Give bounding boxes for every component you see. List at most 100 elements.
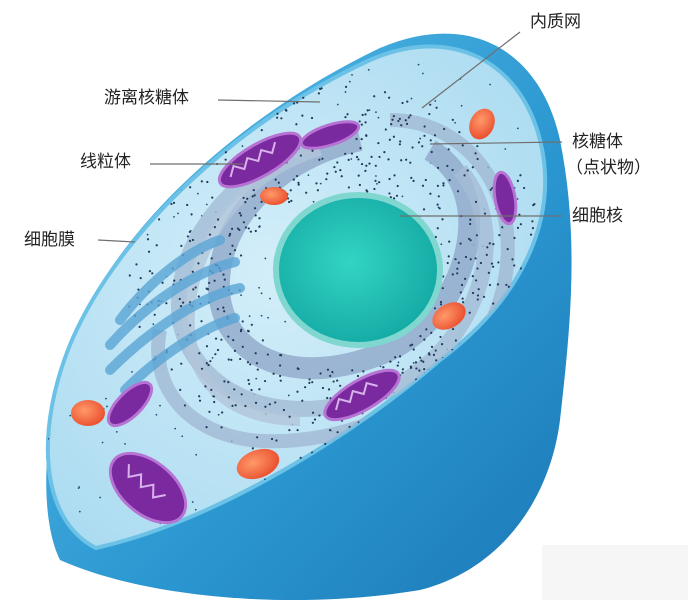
er-ribosome-dot [178, 297, 181, 301]
er-ribosome-dot [370, 155, 373, 158]
er-ribosome-dot [204, 385, 207, 388]
free-ribosome-dot [196, 192, 199, 195]
er-ribosome-dot [364, 121, 367, 124]
er-ribosome-dot [270, 437, 274, 441]
er-ribosome-dot [361, 113, 364, 117]
er-ribosome-dot [461, 297, 464, 300]
free-ribosome-dot [43, 216, 45, 218]
mitochondria [106, 120, 518, 525]
er-ribosome-dot [191, 270, 194, 273]
er-ribosome-dot [308, 378, 311, 381]
er-ribosome-dot [424, 178, 427, 182]
er-ribosome-dot [279, 374, 282, 378]
er-ribosome-dot [278, 364, 282, 367]
er-ribosome-dot [205, 345, 209, 348]
free-ribosome-dot [440, 243, 443, 246]
er-ribosome-dot [377, 141, 380, 145]
er-ribosome-dot [240, 393, 243, 396]
er-ribosome-dot [388, 138, 391, 141]
free-ribosome-dot [90, 264, 93, 267]
er-ribosome-dot [208, 281, 211, 285]
er-ribosome-dot [513, 264, 516, 267]
er-ribosome-dot [289, 189, 292, 192]
er-ribosome-dot [459, 242, 462, 245]
er-ribosome-dot [297, 181, 300, 184]
free-ribosome-dot [259, 68, 262, 71]
er-ribosome-dot [487, 271, 490, 274]
er-ribosome-dot [239, 357, 242, 361]
free-ribosome-dot [422, 72, 424, 75]
er-ribosome-dot [227, 380, 230, 384]
er-ribosome-dot [496, 283, 500, 286]
er-ribosome-dot [229, 252, 232, 256]
er-ribosome-dot [246, 361, 250, 364]
golgi-apparatus [105, 235, 245, 395]
er-ribosome-dot [275, 439, 278, 442]
er-ribosome-dot [397, 119, 400, 123]
er-ribosome-dot [423, 338, 426, 341]
er-ribosome-dot [423, 368, 426, 371]
free-ribosome-dot [83, 212, 86, 215]
er-ribosome-dot [355, 137, 358, 141]
er-ribosome-dot [276, 116, 279, 119]
er-ribosome-dot [360, 162, 364, 166]
er-ribosome-dot [373, 187, 376, 191]
er-ribosome-dot [266, 353, 269, 356]
er-ribosome-dot [249, 230, 252, 233]
er-ribosome-dot [474, 200, 478, 203]
er-ribosome-dot [364, 169, 367, 172]
free-ribosome-dot [78, 510, 81, 513]
er-ribosome-dot [436, 166, 440, 169]
free-ribosome-dot [99, 260, 102, 262]
er-ribosome-dot [374, 164, 377, 167]
er-ribosome-dot [392, 135, 395, 138]
er-ribosome-dot [391, 118, 394, 121]
er-ribosome-dot [288, 200, 291, 204]
er-ribosome-dot [170, 191, 173, 195]
er-ribosome-dot [155, 244, 158, 247]
er-ribosome-dot [234, 404, 237, 407]
er-ribosome-dot [222, 273, 225, 276]
er-ribosome-dot [318, 158, 321, 161]
er-ribosome-dot [423, 125, 426, 128]
er-ribosome-dot [492, 302, 495, 305]
free-ribosome-dot [153, 120, 156, 123]
er-ribosome-dot [415, 367, 418, 370]
er-ribosome-dot [209, 360, 212, 363]
er-ribosome-dot [227, 396, 230, 399]
er-ribosome-dot [347, 158, 350, 161]
er-ribosome-dot [237, 108, 240, 111]
free-ribosome-dot [269, 297, 271, 300]
er-ribosome-dot [479, 261, 483, 265]
er-ribosome-dot [213, 226, 216, 229]
er-ribosome-dot [336, 379, 339, 382]
er-ribosome-dot [142, 216, 146, 220]
er-ribosome-dot [471, 275, 474, 278]
er-ribosome-dot [446, 164, 449, 168]
er-ribosome-dot [263, 379, 267, 383]
er-ribosome-dot [436, 203, 439, 206]
er-ribosome-dot [189, 186, 192, 189]
er-ribosome-dot [476, 298, 479, 301]
er-ribosome-dot [334, 170, 337, 173]
er-ribosome-dot [331, 370, 334, 374]
er-ribosome-dot [198, 352, 201, 355]
er-ribosome-dot [230, 227, 234, 230]
er-ribosome-dot [467, 237, 471, 240]
er-ribosome-dot [253, 207, 257, 210]
free-ribosome-dot [105, 397, 107, 400]
er-ribosome-dot [317, 92, 320, 95]
er-ribosome-dot [321, 386, 325, 390]
free-ribosome-dot [67, 162, 70, 165]
er-ribosome-dot [414, 361, 418, 364]
er-ribosome-dot [288, 415, 291, 418]
er-ribosome-dot [223, 310, 226, 313]
er-ribosome-dot [392, 115, 395, 118]
free-ribosome-dot [83, 187, 86, 190]
free-ribosome-dot [211, 356, 214, 359]
er-ribosome-dot [318, 414, 321, 417]
er-ribosome-dot [439, 335, 442, 339]
free-ribosome-dot [248, 315, 251, 318]
free-ribosome-dot [205, 203, 208, 206]
free-ribosome-dot [132, 187, 135, 189]
